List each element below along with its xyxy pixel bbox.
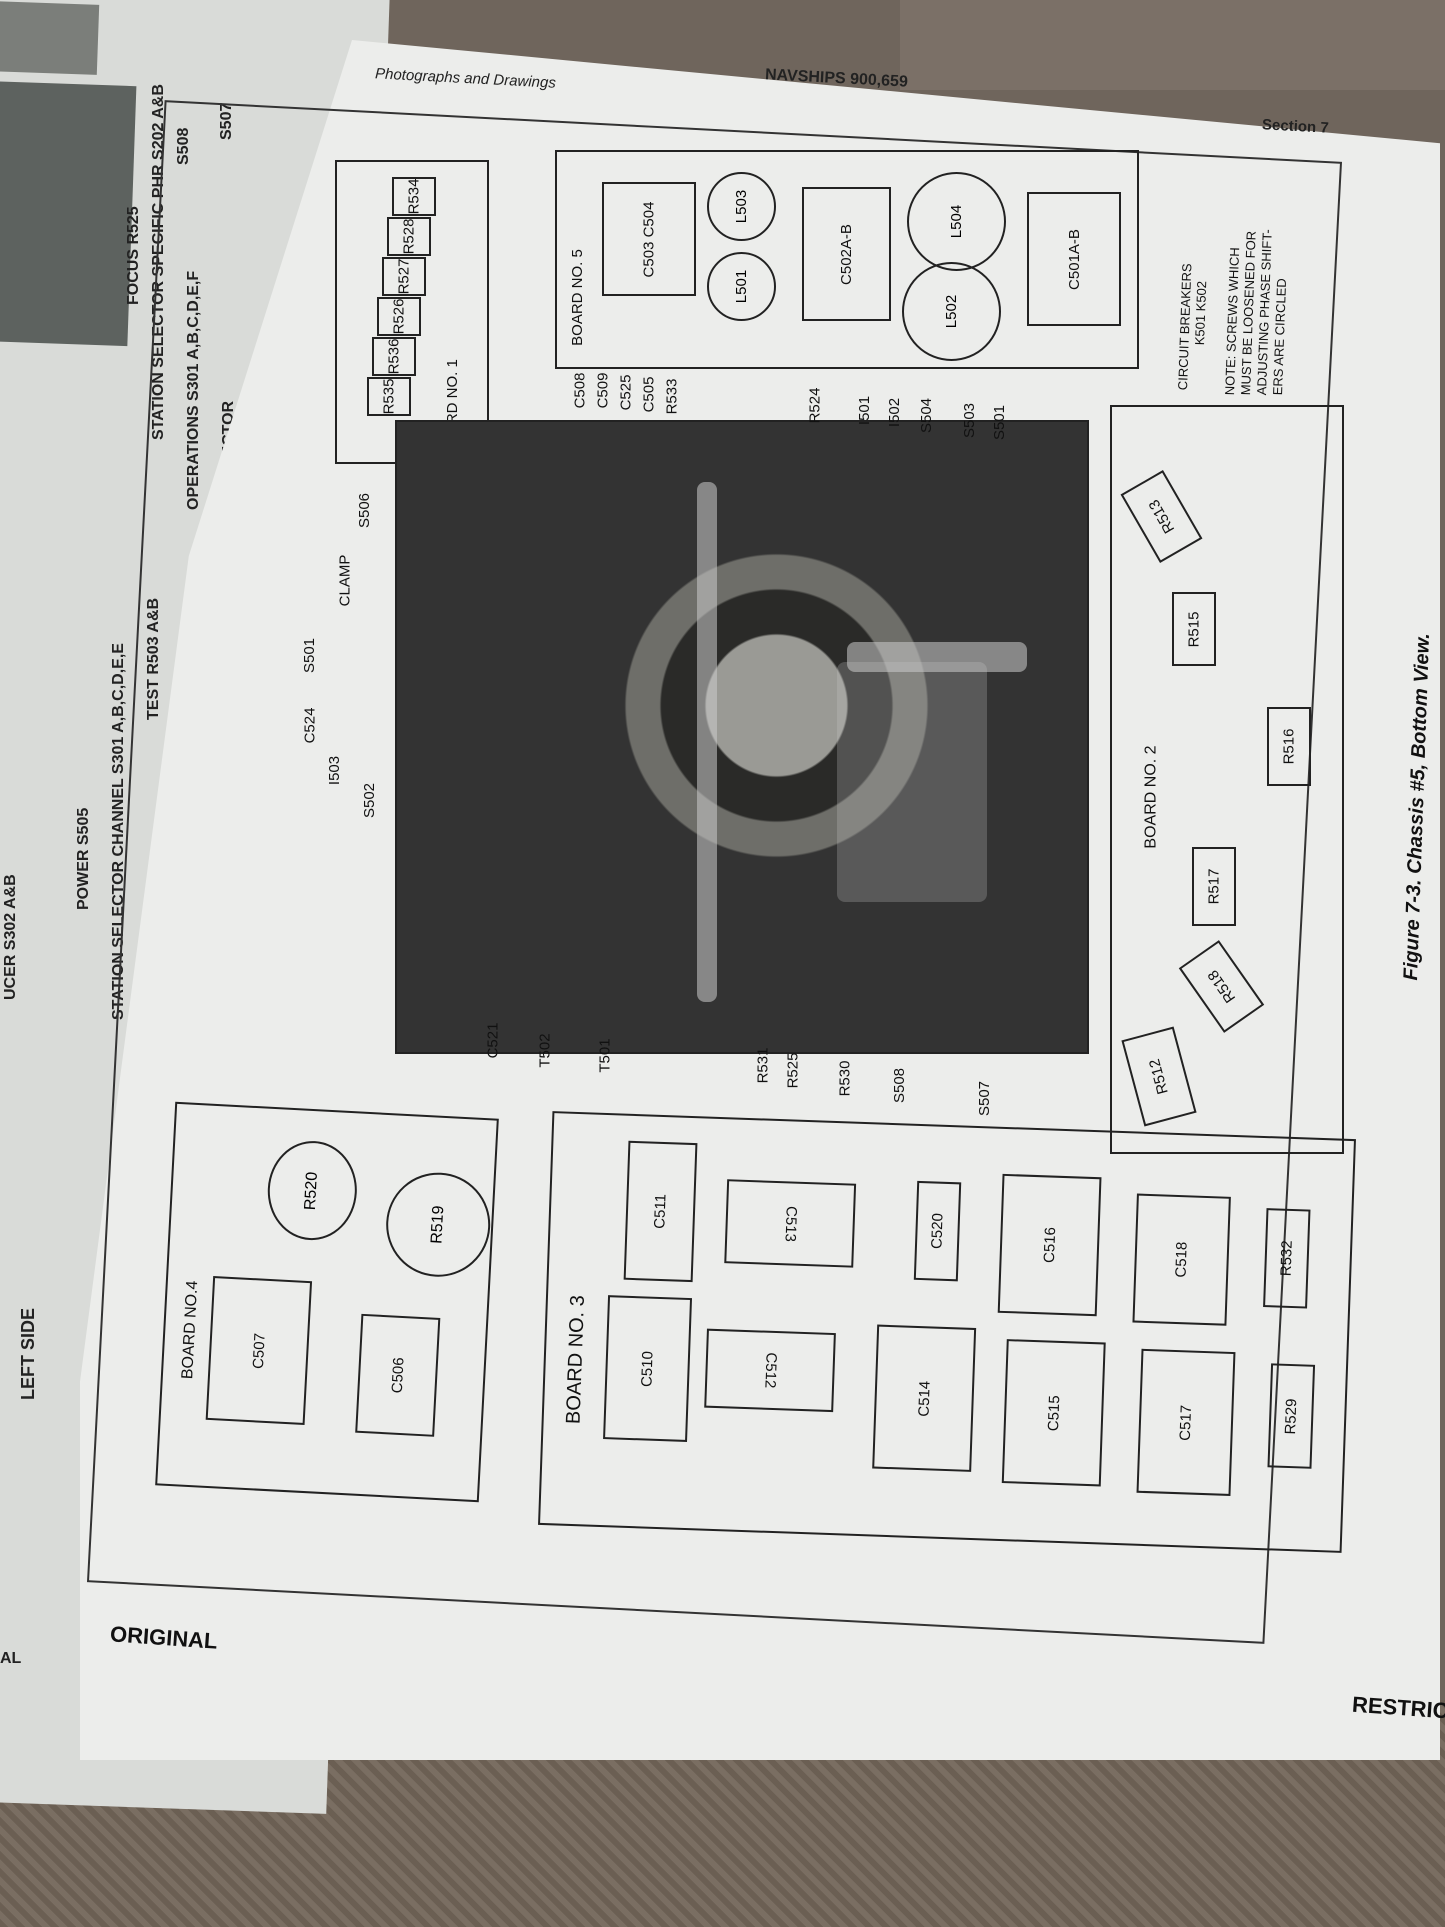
part-label: C515 (1001, 1339, 1106, 1487)
part-label: R512 (1121, 1026, 1197, 1127)
wire-harness (697, 482, 717, 1002)
board-2-title: BOARD NO. 2 (1143, 745, 1161, 849)
callout-label: R524 (806, 387, 824, 423)
callout-label: R525 (784, 1052, 802, 1088)
part-label: C517 (1136, 1348, 1236, 1496)
part-label: R517 (1192, 847, 1236, 926)
footer-restricted: RESTRIC (1351, 1691, 1445, 1724)
part-label: R515 (1172, 592, 1216, 666)
board-5: BOARD NO. 5 C503 C504 L503 L501 C502A-B … (555, 150, 1139, 369)
note-breakers-ids: K501 K502 (1192, 280, 1210, 346)
part-label: R520 (265, 1138, 360, 1243)
part-label: C501A-B (1027, 192, 1121, 326)
wire-harness (847, 642, 1027, 672)
chassis-photo (395, 420, 1089, 1054)
board-2: R513 R515 R516 BOARD NO. 2 R517 R518 R51… (1110, 405, 1344, 1154)
board-4-title: BOARD NO.4 (178, 1280, 201, 1380)
part-label: C510 (603, 1295, 693, 1442)
part-label: L501 (707, 252, 776, 321)
board-4: BOARD NO.4 R520 R519 C507 C506 (155, 1101, 499, 1503)
part-label: R529 (1267, 1363, 1316, 1469)
part-label: C514 (872, 1324, 977, 1472)
callout-label: I502 (886, 397, 904, 427)
board-3: BOARD NO. 3 C511 C513 C520 C516 C518 R53… (538, 1111, 1356, 1553)
part-label: C512 (704, 1328, 836, 1413)
part-label: C518 (1132, 1193, 1231, 1326)
footer-original: ORIGINAL (109, 1621, 219, 1654)
board-3-title: BOARD NO. 3 (562, 1294, 589, 1424)
callout-label: S502 (361, 782, 379, 818)
callout-label: C524 (301, 707, 319, 743)
callout-label: I503 (326, 755, 344, 785)
part-label: L503 (707, 172, 776, 241)
figure-caption: Figure 7-3. Chassis #5, Bottom View. (1400, 632, 1435, 981)
callout-label: T502 (536, 1032, 554, 1068)
left-label: AL (0, 1650, 22, 1667)
part-label: C511 (623, 1140, 698, 1283)
part-label: R519 (383, 1170, 493, 1280)
part-label: C520 (913, 1180, 962, 1282)
callout-label: S501 (991, 404, 1009, 440)
part-label: C502A-B (802, 187, 891, 321)
part-label: R528 (387, 217, 431, 256)
part-label: R518 (1178, 940, 1265, 1033)
callout-label: I501 (856, 395, 874, 425)
callout-label: R531 (754, 1047, 772, 1083)
callout-label: S501 (301, 637, 319, 673)
part-label: C516 (997, 1173, 1102, 1317)
header-left: Photographs and Drawings (374, 65, 557, 92)
part-label: R536 (372, 337, 416, 376)
part-label: R532 (1263, 1208, 1311, 1309)
part-label: L502 (902, 262, 1001, 361)
board-5-title: BOARD NO. 5 (568, 248, 586, 346)
callout-label: T501 (596, 1037, 614, 1073)
board-1: BOARD NO. 1 R534 R528 R527 R526 R536 R53… (335, 160, 489, 464)
background-surface (900, 0, 1445, 90)
part-label: R535 (367, 377, 411, 416)
callout-label: R530 (836, 1060, 854, 1096)
part-label: R513 (1120, 470, 1203, 563)
part-label: R527 (382, 257, 426, 296)
header-center: NAVSHIPS 900,659 (764, 66, 909, 91)
part-label: C503 C504 (602, 182, 696, 296)
callout-label: S507 (976, 1080, 994, 1116)
header-right: Section 7 (1261, 116, 1330, 137)
callout-label: S504 (918, 397, 936, 433)
circuit-board (837, 662, 987, 902)
callout-label: S503 (961, 402, 979, 438)
left-page-labels: S508 S507 FOCUS R525 STATION SELECTOR SP… (0, 0, 390, 1800)
part-label: L504 (907, 172, 1006, 271)
part-label: R526 (377, 297, 421, 336)
callout-label: R533 (663, 378, 681, 414)
callout-label: S508 (891, 1067, 909, 1103)
part-label: R516 (1267, 707, 1311, 786)
callout-label: C521 (484, 1022, 502, 1058)
part-label: C513 (724, 1179, 857, 1268)
part-label: R534 (392, 177, 436, 216)
part-label: C506 (355, 1313, 441, 1437)
callout-label: S506 (356, 492, 374, 528)
part-label: C507 (205, 1276, 313, 1425)
callout-label: CLAMP (336, 554, 354, 606)
